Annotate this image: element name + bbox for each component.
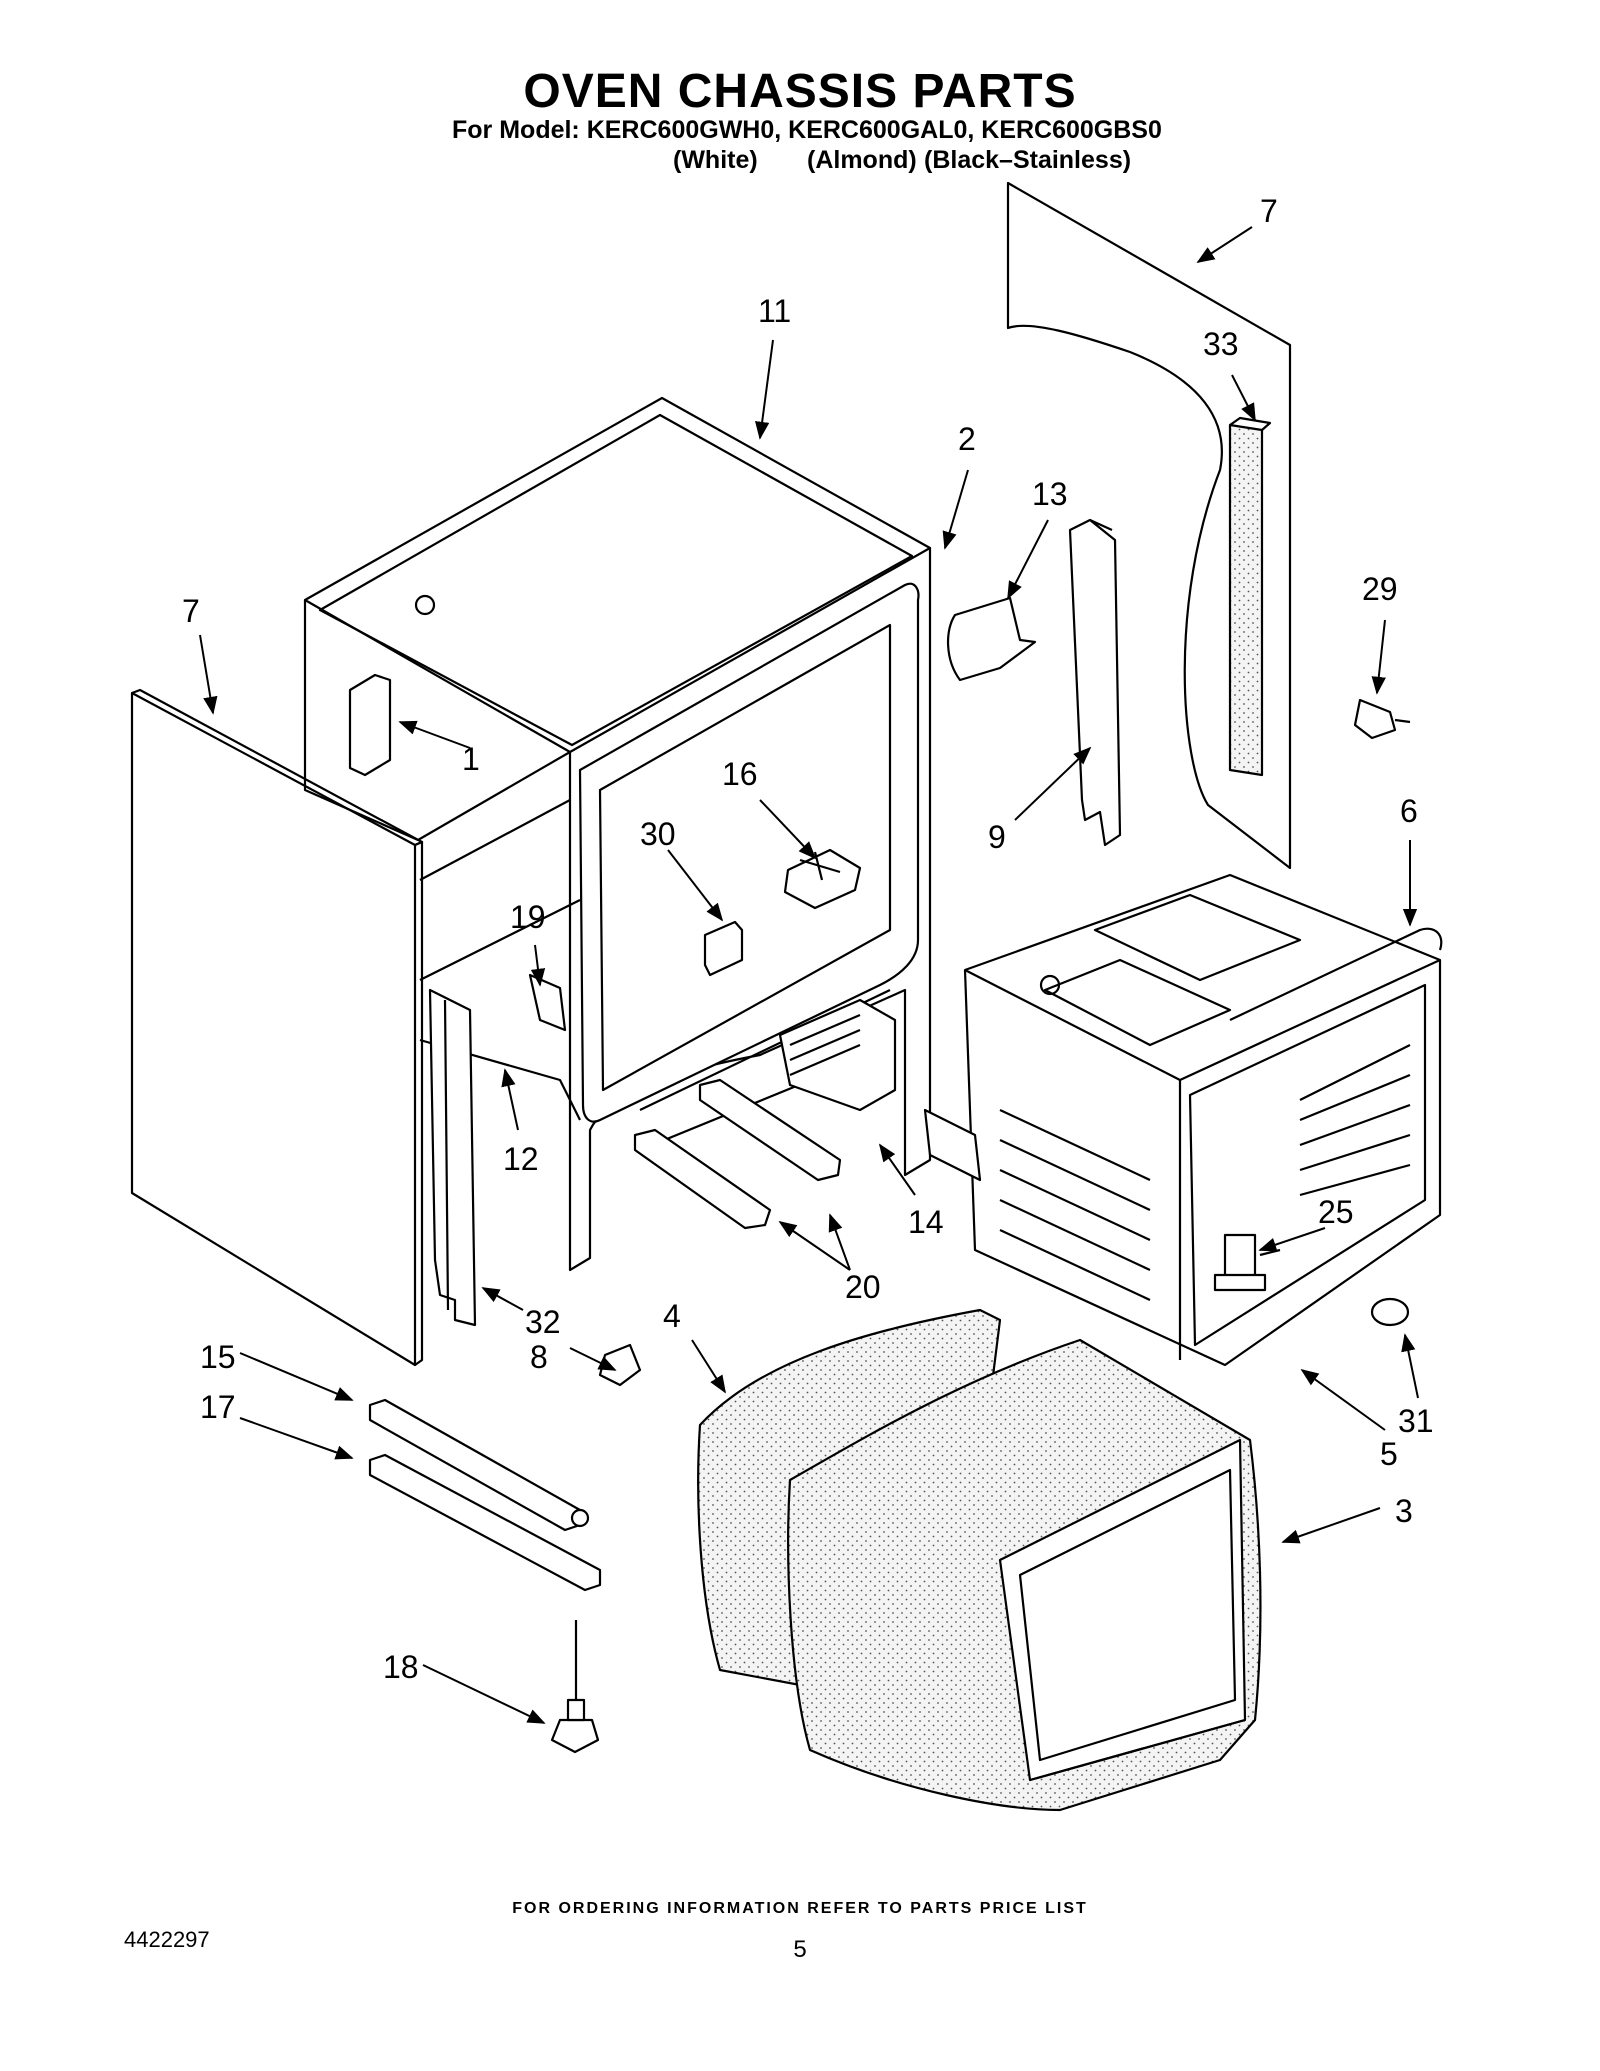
callout-15: 15: [200, 1339, 236, 1375]
callout-11: 11: [758, 293, 791, 329]
callout-6: 6: [1400, 793, 1418, 829]
rail-part-20: [633, 1078, 842, 1230]
control-board-part-16: [783, 848, 862, 910]
cap-part-31: [1370, 1297, 1410, 1327]
leader-lines: [199, 226, 1419, 1724]
callout-labels: 7 33 11 2 13 29 7 1 16 30 9 6 19 12 14 2…: [182, 193, 1434, 1685]
callout-30: 30: [640, 816, 676, 852]
oven-cavity-part-6: [963, 873, 1443, 1367]
insulation-strip-part: [1228, 416, 1272, 777]
channel-part-9: [1068, 518, 1122, 847]
leveling-leg-part-18: [550, 1620, 600, 1754]
model-numbers: For Model: KERC600GWH0, KERC600GAL0, KER…: [452, 116, 1162, 144]
bracket-part-13: [946, 596, 1037, 682]
callout-25: 25: [1318, 1194, 1354, 1230]
terminal-part-29: [1353, 698, 1411, 740]
callout-31: 31: [1398, 1403, 1434, 1439]
callout-29: 29: [1362, 571, 1398, 607]
bracket-part-1: [348, 673, 392, 777]
callout-17: 17: [200, 1389, 236, 1425]
rail-part-17: [368, 1453, 602, 1592]
side-panel-part: [130, 688, 424, 1367]
callout-33: 33: [1203, 326, 1239, 362]
block-part-30: [703, 920, 744, 977]
callout-8: 8: [530, 1339, 548, 1375]
callout-14: 14: [908, 1204, 944, 1240]
color-almond: (Almond): [807, 146, 917, 174]
vent-part-14: [778, 998, 897, 1112]
callout-16: 16: [722, 756, 758, 792]
callout-12: 12: [503, 1141, 539, 1177]
callout-5: 5: [1380, 1436, 1398, 1472]
callout-7-side-panel: 7: [182, 593, 200, 629]
callout-9: 9: [988, 819, 1006, 855]
page-number: 5: [793, 1936, 807, 1963]
callout-19: 19: [510, 899, 546, 935]
bracket-part-19: [528, 973, 567, 1032]
callout-2: 2: [958, 421, 976, 457]
clip-part-32: [598, 1343, 642, 1387]
rail-part-15: [368, 1398, 590, 1532]
callout-32: 32: [525, 1304, 561, 1340]
oven-chassis-frame: [303, 396, 932, 1272]
page-title: OVEN CHASSIS PARTS: [523, 65, 1077, 118]
callout-4: 4: [663, 1298, 681, 1334]
callout-18: 18: [383, 1649, 419, 1685]
callout-13: 13: [1032, 476, 1068, 512]
document-number: 4422297: [124, 1927, 210, 1952]
channel-part-8: [428, 988, 477, 1327]
color-black-stainless: (Black–Stainless): [924, 146, 1132, 174]
callout-20: 20: [845, 1269, 881, 1305]
rear-panel-part: [1006, 181, 1292, 870]
hinge-bracket: [923, 1108, 982, 1182]
ordering-note: FOR ORDERING INFORMATION REFER TO PARTS …: [512, 1900, 1088, 1917]
callout-1: 1: [462, 741, 480, 777]
insulation-part-3: [787, 1338, 1262, 1812]
callout-3: 3: [1395, 1493, 1413, 1529]
callout-7-rear-panel: 7: [1260, 193, 1278, 229]
color-white: (White): [673, 146, 758, 174]
